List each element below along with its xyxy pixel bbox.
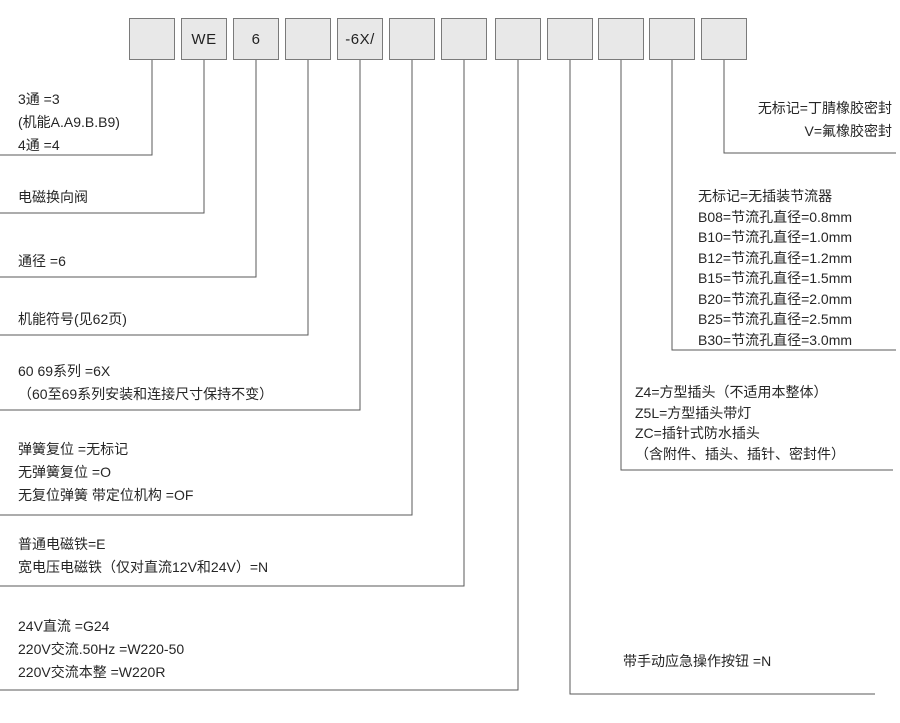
code-box-3: 6: [233, 18, 279, 60]
code-box-11: [649, 18, 695, 60]
leader-line-symbol: [0, 60, 309, 336]
leader-line-spring: [0, 60, 413, 516]
code-box-6: [389, 18, 435, 60]
code-box-4: [285, 18, 331, 60]
label-ways: 3通 =3 (机能A.A9.B.B9) 4通 =4: [18, 91, 120, 153]
leader-line-throttle: [671, 60, 896, 351]
leader-line-seal: [723, 60, 896, 154]
code-box-10: [598, 18, 644, 60]
label-nominal-size: 通径 =6: [18, 253, 66, 269]
code-box-1: [129, 18, 175, 60]
code-box-7: [441, 18, 487, 60]
label-throttle-insert: 无标记=无插装节流器 B08=节流孔直径=0.8mm B10=节流孔直径=1.0…: [698, 188, 853, 348]
leader-line-valve: [0, 60, 205, 214]
leader-line-ways: [0, 60, 153, 156]
leader-line-plug: [620, 60, 893, 471]
label-valve-type: 电磁换向阀: [18, 189, 88, 205]
leader-line-voltage: [0, 60, 519, 691]
code-box-9: [547, 18, 593, 60]
leader-line-series: [0, 60, 361, 411]
label-series: 60 69系列 =6X （60至69系列安装和连接尺寸保持不变）: [18, 363, 274, 402]
label-solenoid-type: 普通电磁铁=E 宽电压电磁铁（仅对直流12V和24V）=N: [18, 536, 269, 575]
label-seal-material: 无标记=丁腈橡胶密封 V=氟橡胶密封: [757, 100, 892, 139]
label-supply-voltage: 24V直流 =G24 220V交流.50Hz =W220-50 220V交流本整…: [18, 618, 185, 680]
code-box-2: WE: [181, 18, 227, 60]
code-box-8: [495, 18, 541, 60]
label-plug-type: Z4=方型插头（不适用本整体） Z5L=方型插头带灯 ZC=插针式防水插头 （含…: [635, 384, 845, 462]
leader-line-manual: [569, 60, 875, 695]
label-spring-reset: 弹簧复位 =无标记 无弹簧复位 =O 无复位弹簧 带定位机构 =OF: [18, 441, 194, 503]
leader-line-solenoid: [0, 60, 465, 587]
label-function-symbol: 机能符号(见62页): [18, 311, 127, 327]
leader-line-size: [0, 60, 257, 278]
code-box-5: -6X/: [337, 18, 383, 60]
label-manual-override: 带手动应急操作按钮 =N: [623, 653, 772, 669]
code-box-12: [701, 18, 747, 60]
